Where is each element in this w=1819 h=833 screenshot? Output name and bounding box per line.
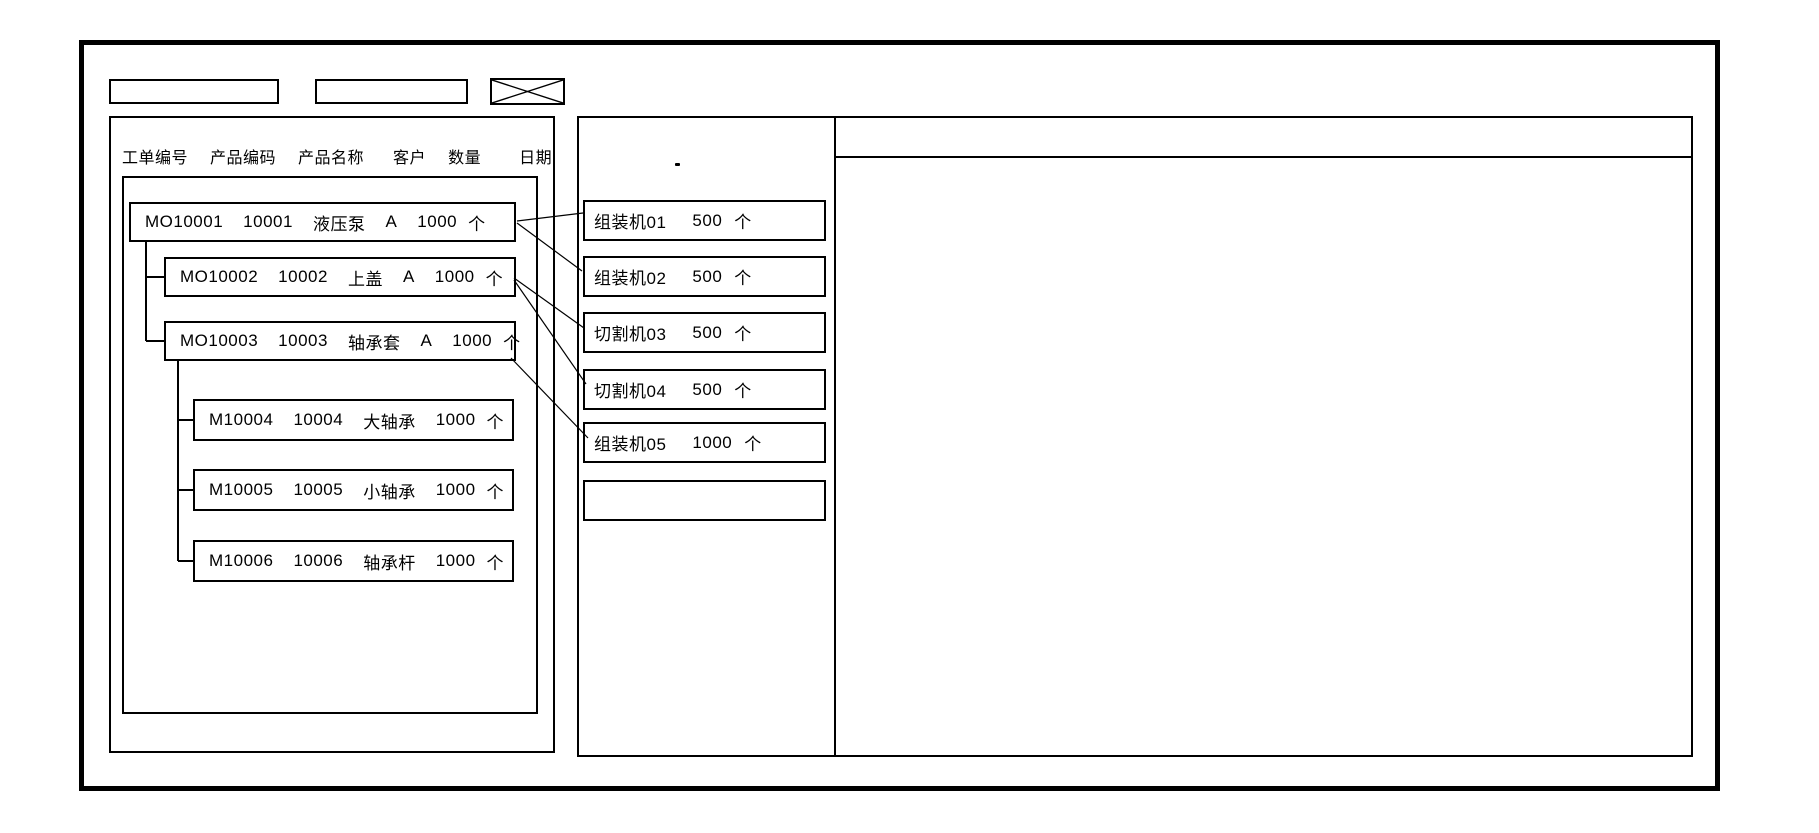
order-cell: 1000: [435, 410, 476, 429]
order-cell: 10006: [293, 551, 344, 570]
order-row-mo10002[interactable]: MO10002 10002 上盖 A 1000 个: [164, 257, 516, 297]
order-table-header: 工单编号 产品编码 产品名称 客户 数量 日期: [122, 146, 553, 167]
column-header-quantity: 数量: [448, 150, 482, 167]
order-cell: 1000: [417, 212, 458, 231]
order-cell: A: [402, 267, 415, 286]
order-cell: 10001: [243, 212, 293, 231]
order-row-mo10001[interactable]: MO10001 10001 液压泵 A 1000 个: [129, 202, 516, 242]
order-row-m10004[interactable]: M10004 10004 大轴承 1000 个: [193, 399, 514, 441]
order-cell: 上盖: [347, 269, 383, 289]
order-cell: 个: [486, 482, 505, 502]
machine-cell: 组装机02: [594, 269, 667, 288]
x-icon: [492, 80, 563, 103]
machine-cell: 500: [692, 322, 723, 342]
order-cell: 个: [468, 214, 486, 234]
order-cell: 10003: [278, 331, 328, 350]
machine-cell: 个: [744, 435, 762, 454]
machine-cell: 切割机04: [594, 382, 667, 401]
order-row-m10005[interactable]: M10005 10005 小轴承 1000 个: [193, 469, 514, 511]
machine-row-empty[interactable]: [583, 480, 826, 521]
order-cell: 个: [486, 412, 505, 432]
order-cell: 小轴承: [363, 482, 416, 502]
toolbar-input-2[interactable]: [315, 79, 468, 104]
order-cell: M10005: [209, 480, 274, 499]
detail-panel-header: [836, 118, 1691, 158]
stray-dot: [675, 163, 680, 166]
machine-cell: 组装机01: [594, 213, 667, 232]
order-cell: 10004: [293, 410, 344, 429]
order-cell: M10004: [209, 410, 274, 429]
machine-row-03[interactable]: 切割机03 500 个: [583, 312, 826, 353]
order-cell: MO10002: [180, 267, 259, 286]
machine-row-04[interactable]: 切割机04 500 个: [583, 369, 826, 410]
order-cell: 10002: [278, 267, 328, 286]
machine-row-02[interactable]: 组装机02 500 个: [583, 256, 826, 297]
column-header-product-code: 产品编码: [210, 150, 277, 167]
order-cell: MO10003: [180, 331, 259, 350]
order-cell: 10005: [293, 480, 344, 499]
machine-cell: 500: [692, 266, 723, 286]
order-cell: A: [420, 331, 433, 350]
machine-cell: 个: [734, 325, 752, 344]
machine-cell: 个: [734, 269, 752, 288]
order-row-m10006[interactable]: M10006 10006 轴承杆 1000 个: [193, 540, 514, 582]
order-cell: 个: [486, 553, 505, 573]
machine-cell: 切割机03: [594, 325, 667, 344]
machine-cell: 500: [692, 379, 723, 399]
machine-cell: 1000: [692, 432, 733, 452]
machine-cell: 组装机05: [594, 435, 667, 454]
machine-cell: 个: [734, 382, 752, 401]
order-cell: 1000: [435, 480, 476, 499]
order-cell: 1000: [452, 331, 493, 350]
column-header-order-no: 工单编号: [122, 150, 189, 167]
order-cell: 1000: [435, 551, 476, 570]
order-cell: MO10001: [145, 212, 224, 231]
order-cell: 轴承套: [347, 333, 401, 353]
column-header-customer: 客户: [393, 150, 427, 167]
detail-panel: [834, 116, 1693, 757]
order-cell: M10006: [209, 551, 274, 570]
machine-cell: 500: [692, 210, 723, 230]
column-header-date: 日期: [519, 150, 553, 167]
column-header-product-name: 产品名称: [298, 150, 365, 167]
order-cell: A: [385, 212, 398, 231]
close-button[interactable]: [490, 78, 565, 105]
machine-row-01[interactable]: 组装机01 500 个: [583, 200, 826, 241]
order-cell: 个: [503, 333, 521, 353]
order-row-mo10003[interactable]: MO10003 10003 轴承套 A 1000 个: [164, 321, 520, 361]
machine-row-05[interactable]: 组装机05 1000 个: [583, 422, 826, 463]
order-cell: 大轴承: [363, 412, 416, 432]
order-cell: 个: [485, 269, 504, 289]
order-cell: 轴承杆: [363, 553, 416, 573]
order-cell: 1000: [434, 267, 475, 286]
machine-cell: 个: [734, 213, 752, 232]
order-cell: 液压泵: [312, 214, 366, 234]
toolbar-input-1[interactable]: [109, 79, 279, 104]
